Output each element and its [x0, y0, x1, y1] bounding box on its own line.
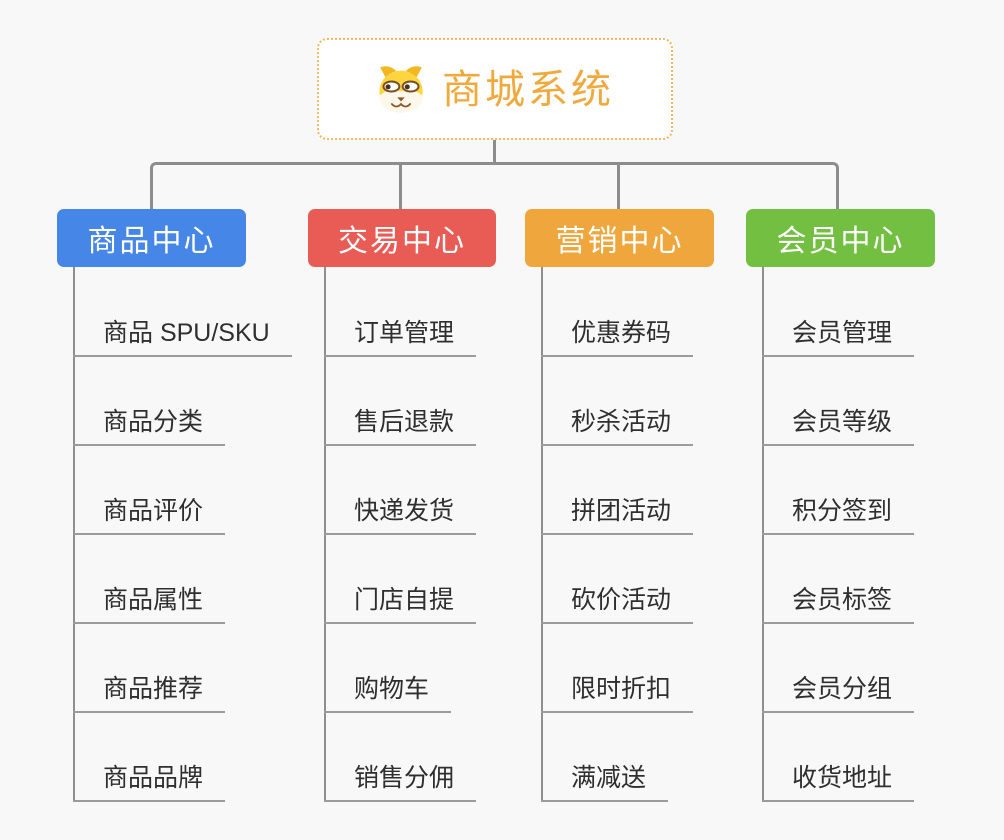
connector-drop-branch-2 [399, 164, 402, 209]
root-node-mall-system[interactable]: 商城系统 [317, 38, 673, 140]
node-item[interactable]: 会员管理 [762, 319, 915, 357]
branch-node-trade-center[interactable]: 交易中心 [308, 209, 496, 267]
node-item[interactable]: 会员标签 [762, 586, 915, 624]
node-item[interactable]: 售后退款 [324, 408, 477, 446]
node-item[interactable]: 秒杀活动 [541, 408, 694, 446]
connector-root-stem [493, 140, 496, 165]
node-item[interactable]: 商品 SPU/SKU [73, 319, 292, 357]
branch-node-member-center[interactable]: 会员中心 [746, 209, 935, 267]
node-item[interactable]: 销售分佣 [324, 764, 477, 802]
branch-member-center: 会员中心 会员管理 会员等级 积分签到 会员标签 会员分组 收货地址 [746, 209, 966, 840]
branch-product-center: 商品中心 商品 SPU/SKU 商品分类 商品评价 商品属性 商品推荐 商品品牌 [57, 209, 292, 840]
connector-bus-left [150, 162, 493, 209]
shiba-dog-icon [376, 63, 426, 115]
node-item[interactable]: 会员等级 [762, 408, 915, 446]
node-item[interactable]: 优惠券码 [541, 319, 694, 357]
branch-marketing-center: 营销中心 优惠券码 秒杀活动 拼团活动 砍价活动 限时折扣 满减送 [525, 209, 745, 840]
connector-bus-right [493, 162, 839, 209]
node-item[interactable]: 积分签到 [762, 497, 915, 535]
root-node-title: 商城系统 [442, 68, 614, 112]
node-item[interactable]: 快递发货 [324, 497, 477, 535]
node-item[interactable]: 商品评价 [73, 497, 226, 535]
node-item[interactable]: 购物车 [324, 675, 452, 713]
node-item[interactable]: 会员分组 [762, 675, 915, 713]
connector-drop-branch-3 [617, 164, 620, 209]
node-item[interactable]: 满减送 [541, 764, 669, 802]
node-item[interactable]: 收货地址 [762, 764, 915, 802]
branch-node-marketing-center[interactable]: 营销中心 [525, 209, 714, 267]
node-item[interactable]: 门店自提 [324, 586, 477, 624]
branch-node-product-center[interactable]: 商品中心 [57, 209, 246, 267]
node-item[interactable]: 砍价活动 [541, 586, 694, 624]
node-item[interactable]: 商品属性 [73, 586, 226, 624]
node-item[interactable]: 商品推荐 [73, 675, 226, 713]
node-item[interactable]: 商品分类 [73, 408, 226, 446]
node-item[interactable]: 拼团活动 [541, 497, 694, 535]
node-item[interactable]: 商品品牌 [73, 764, 226, 802]
node-item[interactable]: 订单管理 [324, 319, 477, 357]
branch-trade-center: 交易中心 订单管理 售后退款 快递发货 门店自提 购物车 销售分佣 [308, 209, 528, 840]
node-item[interactable]: 限时折扣 [541, 675, 694, 713]
